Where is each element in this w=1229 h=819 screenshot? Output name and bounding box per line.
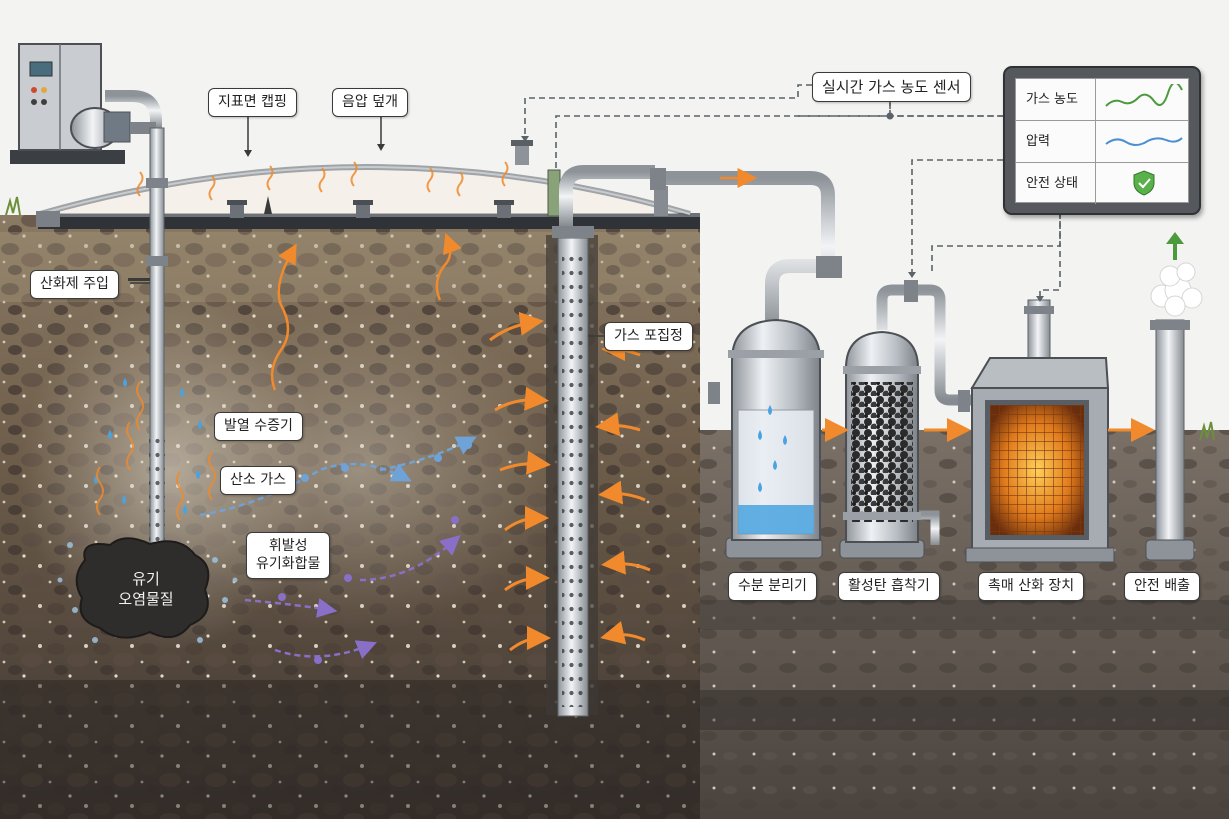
gas-inflow-arrows [489, 311, 651, 652]
surface-cap [36, 140, 700, 229]
label-exothermic-vapor: 발열 수증기 [214, 412, 303, 441]
gas-collection-well [546, 165, 655, 717]
contaminant-mass [57, 537, 238, 643]
oxidant-droplets [94, 378, 202, 514]
label-oxidant-injection: 산화제 주입 [30, 270, 119, 299]
oxidant-pump-station [10, 43, 162, 164]
monitoring-panel: 가스 농도 압력 안전 상태 [1003, 66, 1201, 215]
monitor-label-safety-status: 안전 상태 [1016, 163, 1096, 204]
label-oxygen-gas: 산소 가스 [220, 466, 296, 495]
label-catalytic-oxidizer: 촉매 산화 장치 [978, 572, 1085, 601]
label-organic-contaminant: 유기 오염물질 [92, 570, 200, 609]
gas-transfer-piping [650, 168, 975, 545]
monitor-row-gas-concentration: 가스 농도 [1016, 79, 1188, 121]
label-moisture-separator: 수분 분리기 [728, 572, 817, 601]
shield-check-icon [1133, 170, 1155, 196]
green-trend-line-icon [1105, 84, 1183, 107]
label-negative-pressure-cover: 음압 덮개 [332, 88, 408, 117]
label-surface-capping: 지표면 캡핑 [208, 88, 297, 117]
monitor-label-gas-concentration: 가스 농도 [1016, 79, 1096, 120]
activated-carbon-adsorber [839, 330, 925, 559]
label-voc: 휘발성 유기화합물 [246, 532, 331, 579]
oxygen-flow-path [199, 436, 477, 517]
monitoring-screen: 가스 농도 압력 안전 상태 [1015, 78, 1189, 204]
label-contaminant-line2: 오염물질 [118, 589, 174, 608]
label-safe-discharge: 안전 배출 [1124, 572, 1200, 601]
monitor-row-pressure: 압력 [1016, 121, 1188, 163]
voc-flow-path [244, 516, 461, 664]
label-gas-collection-well: 가스 포집정 [604, 322, 693, 351]
label-voc-line2: 유기화합물 [256, 555, 321, 572]
blue-wave-line-icon [1105, 137, 1183, 146]
vapor-rising-arrows [270, 232, 462, 391]
moisture-separator [725, 318, 824, 559]
monitor-label-pressure: 압력 [1016, 121, 1096, 162]
label-activated-carbon-adsorber: 활성탄 흡착기 [838, 572, 940, 601]
label-contaminant-line1: 유기 [132, 570, 160, 588]
oxidant-injection-pipe [128, 127, 168, 564]
label-realtime-gas-sensor: 실시간 가스 농도 센서 [812, 72, 971, 102]
catalytic-oxidizer [965, 299, 1115, 563]
heat-wiggles [96, 381, 216, 521]
label-voc-line1: 휘발성 [268, 538, 308, 554]
monitor-row-safety-status: 안전 상태 [1016, 163, 1188, 204]
exhaust-stack [1145, 232, 1203, 561]
label-leaders [130, 117, 604, 337]
